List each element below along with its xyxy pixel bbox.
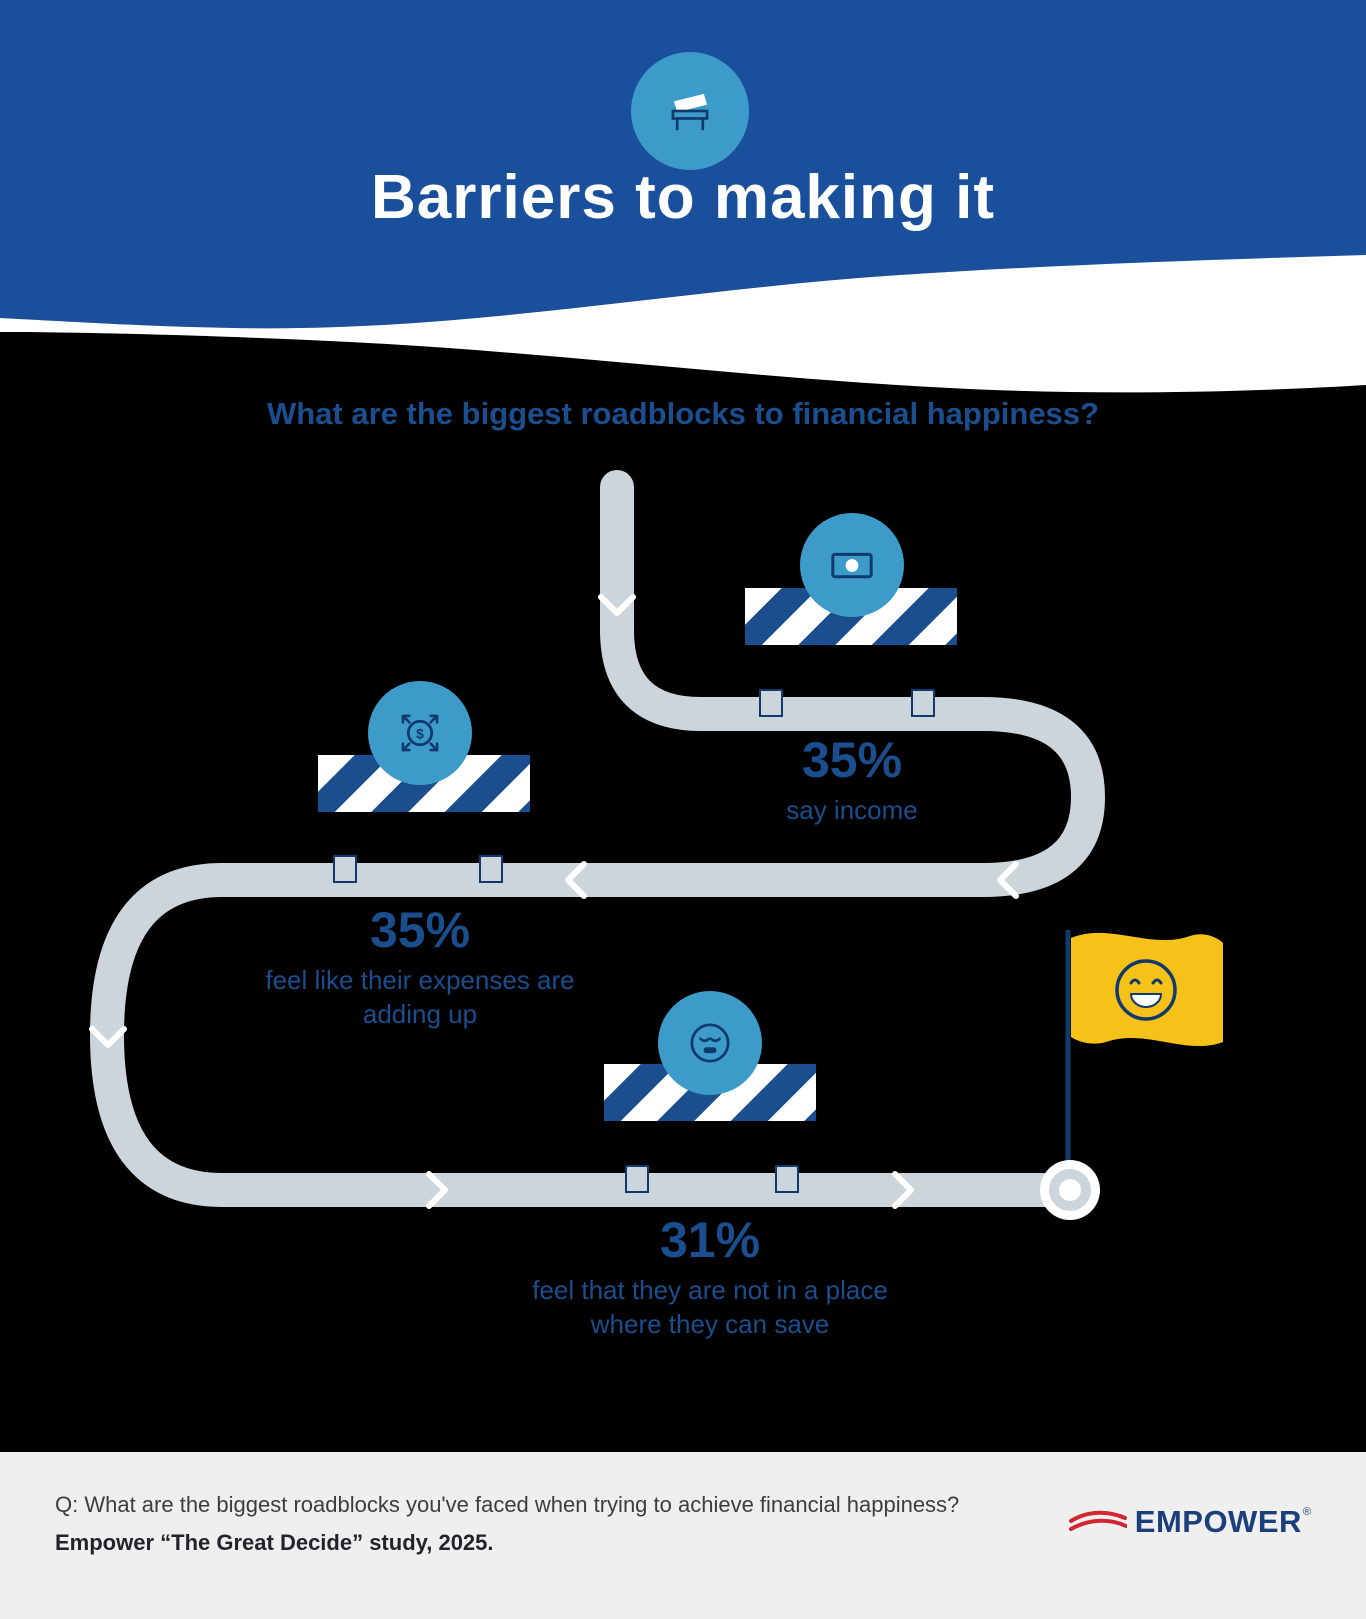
stat-label: feel that they are not in a place where … xyxy=(532,1275,888,1339)
stat-expenses: 35% feel like their expenses are adding … xyxy=(250,903,590,1032)
stat-label: feel like their expenses are adding up xyxy=(265,965,575,1029)
svg-text:$: $ xyxy=(416,725,424,741)
stat-percentage: 31% xyxy=(659,1212,761,1268)
expenses-dollar-arrows-icon: $ xyxy=(368,681,472,785)
brand-name: EMPOWER xyxy=(1134,1504,1302,1539)
stat-income: 35% say income xyxy=(702,733,1002,828)
road-end-marker xyxy=(1040,1160,1100,1220)
header-wave xyxy=(0,240,1366,393)
finish-flag-smiley-icon xyxy=(1071,932,1223,1047)
empower-logo: EMPOWER ® xyxy=(1068,1504,1311,1540)
page-title: Barriers to making it xyxy=(371,163,995,232)
money-bill-icon xyxy=(800,513,904,617)
stat-percentage: 35% xyxy=(801,732,903,788)
stat-percentage: 35% xyxy=(369,902,471,958)
stat-label: say income xyxy=(786,795,918,825)
subtitle: What are the biggest roadblocks to finan… xyxy=(267,396,1099,431)
footer: Q: What are the biggest roadblocks you'v… xyxy=(0,1452,1366,1619)
source-citation: Empower “The Great Decide” study, 2025. xyxy=(55,1530,494,1555)
empower-swoosh-icon xyxy=(1068,1510,1127,1531)
sad-face-icon xyxy=(658,991,762,1095)
stat-saving: 31% feel that they are not in a place wh… xyxy=(520,1213,900,1342)
survey-question: Q: What are the biggest roadblocks you'v… xyxy=(55,1492,960,1517)
registered-mark: ® xyxy=(1302,1506,1311,1518)
road-chevrons xyxy=(89,594,1019,1209)
barricade-icon xyxy=(631,52,749,170)
